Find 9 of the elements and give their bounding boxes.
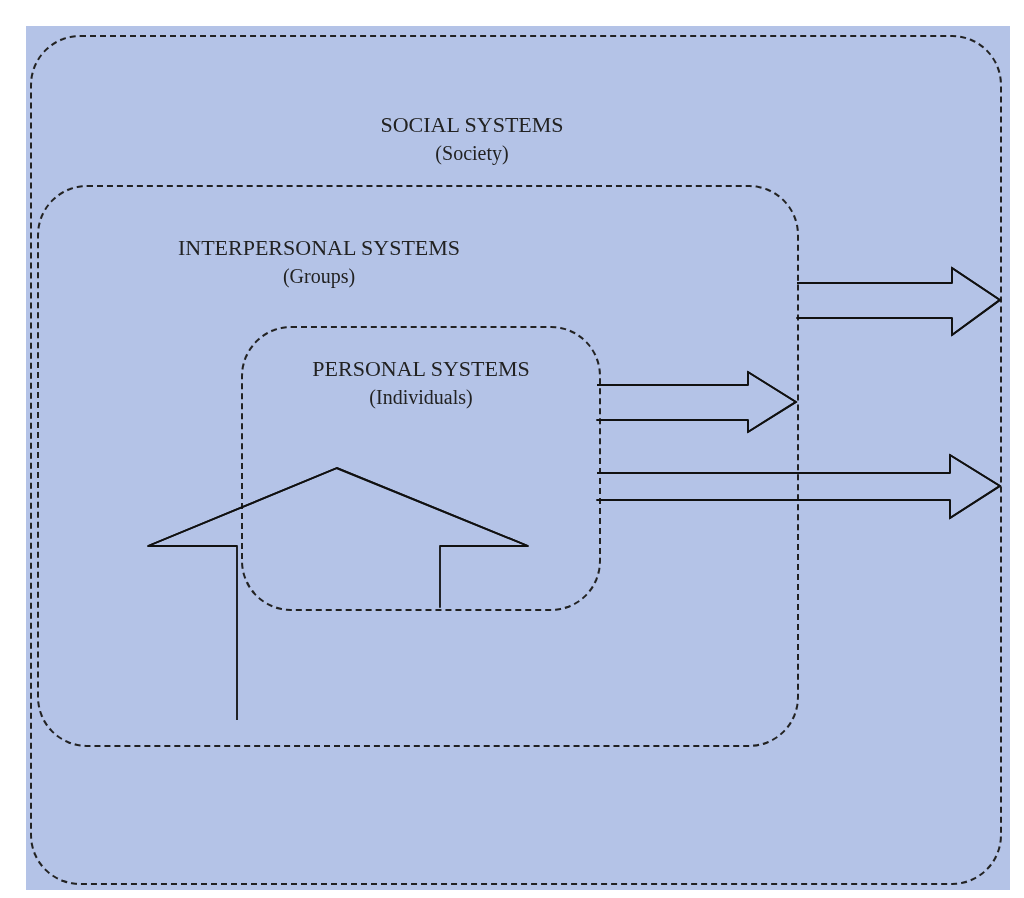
system-title: INTERPERSONAL SYSTEMS [177, 235, 461, 261]
system-boundary [37, 185, 799, 747]
system-boundary [241, 326, 601, 611]
system-subtitle: (Society) [435, 141, 509, 166]
system-boundary [30, 35, 1002, 885]
system-subtitle: (Individuals) [369, 385, 473, 410]
system-title: PERSONAL SYSTEMS [312, 356, 530, 382]
system-title: SOCIAL SYSTEMS [380, 112, 564, 138]
system-subtitle: (Groups) [282, 264, 356, 289]
